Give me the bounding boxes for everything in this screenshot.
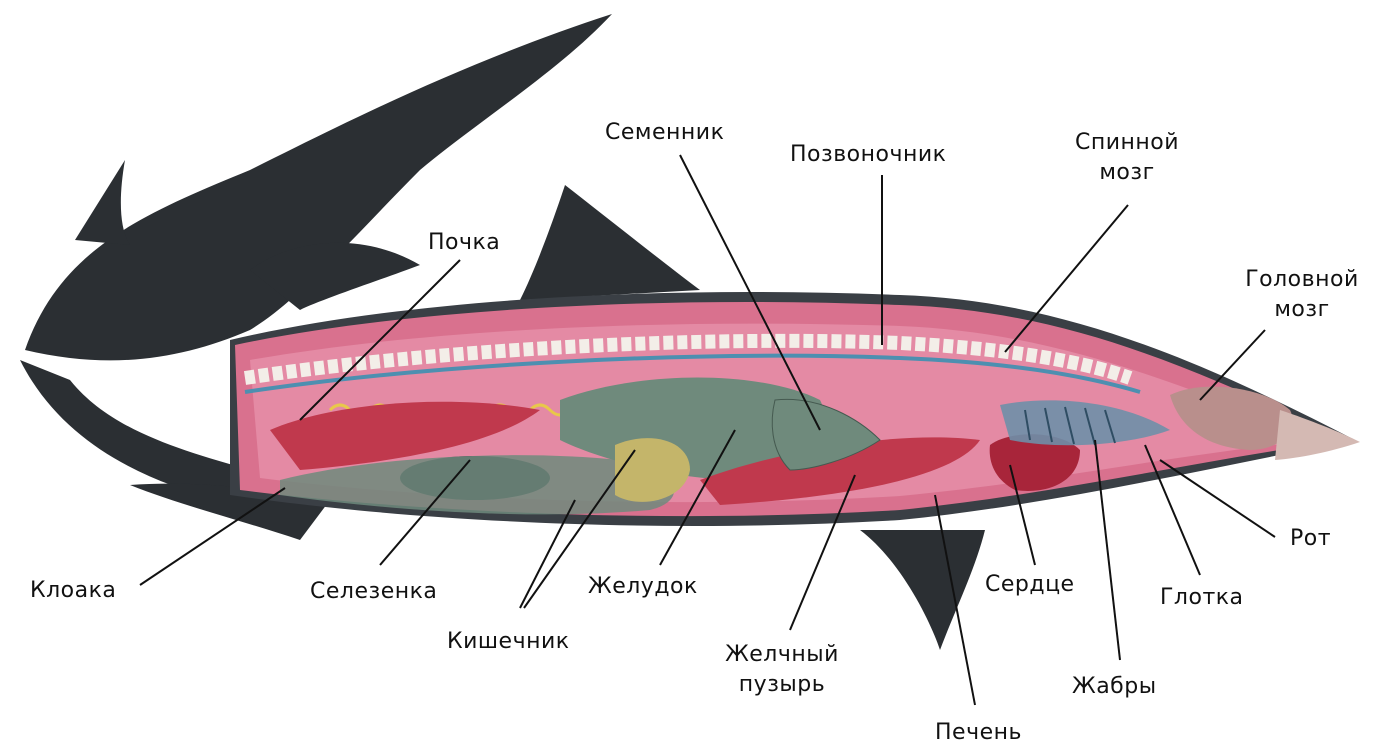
label-zhelchny-puzyr: Желчный пузырь [725,640,839,700]
label-selezenka: Селезенка [310,577,437,607]
label-zhabry: Жабры [1072,672,1157,702]
tail-notch [75,160,130,245]
label-pechen: Печень [935,718,1022,748]
label-zhelchny-line1: Желчный [725,640,839,670]
leader-rot [1160,460,1275,537]
label-pochka: Почка [428,228,500,258]
label-pozvonochnik: Позвоночник [790,140,946,170]
label-spinnoy-mozg-line1: Спинной [1075,128,1179,158]
label-kloaka: Клоака [30,576,116,606]
label-zhelchny-line2: пузырь [725,670,839,700]
pectoral-fin [860,530,985,650]
label-glotka: Глотка [1160,583,1244,613]
label-rot: Рот [1290,524,1331,554]
tail-lower-lobe [20,360,250,500]
label-spinnoy-mozg: Спинной мозг [1075,128,1179,188]
label-kishechnik: Кишечник [447,627,570,657]
label-serdtse: Сердце [985,570,1075,600]
label-golovnoy-mozg: Головной мозг [1245,265,1359,325]
label-golovnoy-mozg-line1: Головной [1245,265,1359,295]
label-spinnoy-mozg-line2: мозг [1075,158,1179,188]
snout [1275,410,1360,460]
label-golovnoy-mozg-line2: мозг [1245,295,1359,325]
label-zheludok: Желудок [588,572,698,602]
dorsal-fin [520,185,700,300]
label-semennik: Семенник [605,118,724,148]
